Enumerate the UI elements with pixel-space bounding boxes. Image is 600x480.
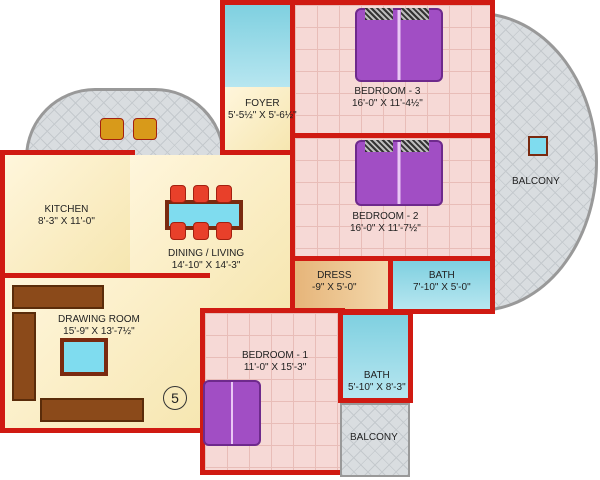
room-name: DINING / LIVING [168,248,245,259]
room-label: DRESS-9" X 5'-0" [312,270,357,294]
sofa [12,312,36,401]
room-size: 7'-10" X 5'-0" [413,282,471,293]
room-size: -9" X 5'-0" [312,282,357,293]
room-name: BATH [363,370,390,381]
balcony-top-left [25,88,225,158]
room-bath-1[interactable] [338,310,413,403]
bed [355,8,443,82]
room-name: FOYER [245,98,280,109]
room-size: 14'-10" X 14'-3" [171,260,241,271]
room-size: 16'-0" X 11'-4½" [352,98,423,109]
dining-chair [216,185,232,203]
sofa [12,285,104,309]
room-name: DRESS [317,270,352,281]
dining-chair [216,222,232,240]
coffee-table [60,338,108,376]
room-size: 15'-9" X 13'-7½" [63,326,135,337]
balcony-bottom[interactable] [340,403,410,477]
balcony-chair [100,118,124,140]
room-name: BATH [428,270,455,281]
room-bath-2[interactable] [388,256,495,314]
room-name: KITCHEN [44,204,89,215]
room-name: BEDROOM - 2 [352,211,419,222]
room-foyer[interactable] [220,87,295,155]
room-label: BALCONY [512,176,560,187]
pillow [401,8,429,20]
balcony-table [528,136,548,156]
bath-top[interactable] [220,0,295,92]
pillow [401,140,429,152]
bed [203,380,261,446]
room-size: 5'-10" X 8'-3" [348,382,406,393]
room-size: 8'-3" X 11'-0" [38,216,95,227]
balcony-chair [133,118,157,140]
dining-chair [170,185,186,203]
room-name: DRAWING ROOM [58,314,140,325]
room-label: BALCONY [350,432,398,443]
room-size: 5'-5½" X 5'-6½" [228,110,297,121]
room-name: BEDROOM - 1 [242,350,309,361]
dining-chair [193,222,209,240]
pillow [365,140,393,152]
marker-circle: 5 [163,386,187,410]
pillow [365,8,393,20]
room-name: BEDROOM - 3 [354,86,421,97]
sofa [40,398,144,422]
room-size: 16'-0" X 11'-7½" [350,223,421,234]
dining-chair [170,222,186,240]
room-size: 11'-0" X 15'-3" [243,362,307,373]
dining-chair [193,185,209,203]
room-kitchen[interactable] [0,150,135,278]
